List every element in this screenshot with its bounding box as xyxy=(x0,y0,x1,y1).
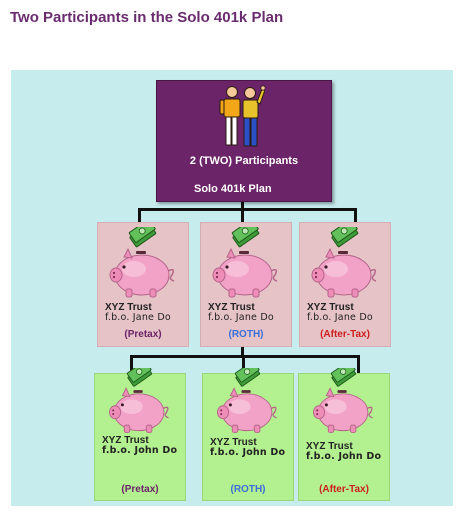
connector-row1-mid xyxy=(241,208,244,222)
connector-row2-right xyxy=(357,355,360,373)
piggy-bank-money-icon xyxy=(311,227,377,298)
account-node-john-pretax: XYZ Trust f.b.o. John Do (Pretax) xyxy=(94,368,186,501)
participant-name-line1: XYZ Trust xyxy=(306,441,353,452)
root-plan-label: Solo 401k Plan xyxy=(194,183,272,195)
connector-row2-mid xyxy=(242,355,245,373)
participant-label: XYZ Trust f.b.o. John Do xyxy=(306,442,381,462)
participant-name-line1: XYZ Trust xyxy=(102,435,149,446)
participant-name-line1: XYZ Trust xyxy=(307,302,354,313)
account-type-aftertax: (After-Tax) xyxy=(320,329,370,340)
two-people-waving-icon xyxy=(219,85,265,147)
participant-label: XYZ Trust f.b.o. John Do xyxy=(102,436,177,456)
account-type-roth: (ROTH) xyxy=(230,484,266,495)
participant-name-line1: XYZ Trust xyxy=(210,437,257,448)
participant-label: XYZ Trust f.b.o. John Do xyxy=(210,438,285,458)
participant-name-line2: f.b.o. Jane Do xyxy=(307,312,373,323)
participant-name-line1: XYZ Trust xyxy=(208,302,255,313)
root-participants-label: 2 (TWO) Participants xyxy=(189,155,299,167)
piggy-bank-money-icon xyxy=(109,368,169,433)
participant-label: XYZ Trust f.b.o. Jane Do xyxy=(307,303,373,323)
participant-label: XYZ Trust f.b.o. Jane Do xyxy=(105,303,171,323)
account-type-roth: (ROTH) xyxy=(228,329,264,340)
account-type-pretax: (Pretax) xyxy=(124,329,162,340)
participant-name-line2: f.b.o. John Do xyxy=(210,447,286,458)
connector-root-down xyxy=(241,200,244,210)
account-node-jane-pretax: XYZ Trust f.b.o. Jane Do (Pretax) xyxy=(97,222,189,347)
connector-row2-bar xyxy=(130,355,360,358)
connector-row1-bar xyxy=(138,208,357,211)
piggy-bank-money-icon xyxy=(313,368,373,433)
account-node-jane-aftertax: XYZ Trust f.b.o. Jane Do (After-Tax) xyxy=(299,222,391,347)
participant-name-line2: f.b.o. John Do xyxy=(102,445,178,456)
piggy-bank-money-icon xyxy=(212,227,278,298)
connector-row1-mid-down xyxy=(241,346,244,356)
account-node-john-roth: XYZ Trust f.b.o. John Do (ROTH) xyxy=(202,368,294,501)
participants-root-node: 2 (TWO) Participants Solo 401k Plan xyxy=(156,80,332,202)
participant-name-line2: f.b.o. Jane Do xyxy=(208,312,274,323)
piggy-bank-money-icon xyxy=(217,368,277,433)
participant-name-line2: f.b.o. Jane Do xyxy=(105,312,171,323)
participant-label: XYZ Trust f.b.o. Jane Do xyxy=(208,303,274,323)
page-title: Two Participants in the Solo 401k Plan xyxy=(10,9,284,26)
connector-row2-left xyxy=(130,355,133,373)
account-type-pretax: (Pretax) xyxy=(121,484,159,495)
participant-name-line1: XYZ Trust xyxy=(105,302,152,313)
piggy-bank-money-icon xyxy=(109,227,175,298)
connector-row1-right xyxy=(354,208,357,222)
account-type-aftertax: (After-Tax) xyxy=(319,484,369,495)
connector-row1-left xyxy=(138,208,141,222)
account-node-john-aftertax: XYZ Trust f.b.o. John Do (After-Tax) xyxy=(298,368,390,501)
participant-name-line2: f.b.o. John Do xyxy=(306,451,382,462)
account-node-jane-roth: XYZ Trust f.b.o. Jane Do (ROTH) xyxy=(200,222,292,347)
